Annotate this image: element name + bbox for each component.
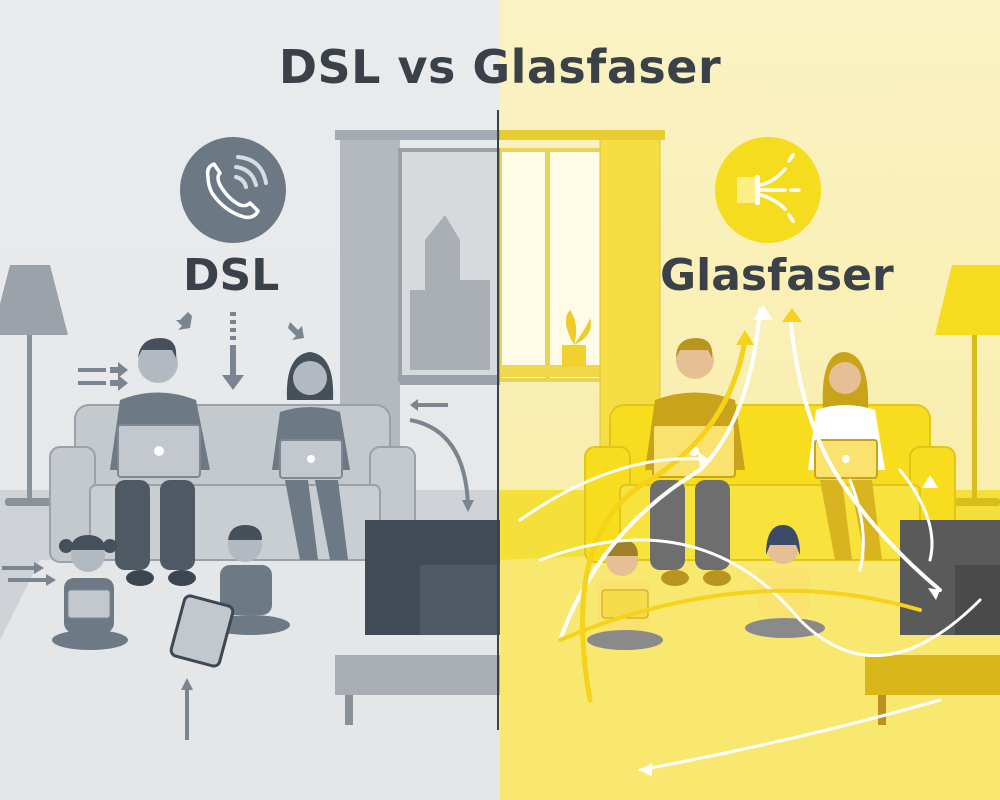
- dsl-label: DSL: [183, 250, 280, 301]
- tv-icon: [865, 520, 1000, 725]
- fast-signal-streams: [518, 308, 982, 772]
- panel-divider: [497, 110, 499, 730]
- dsl-panel: [0, 0, 500, 800]
- girl-figure: [52, 535, 128, 650]
- floor-lamp-icon: [935, 265, 1000, 506]
- signal-arrowheads: [640, 305, 940, 777]
- glasfaser-panel: [500, 0, 1000, 800]
- phone-signal-icon: [180, 137, 286, 243]
- floor-lamp-icon: [0, 265, 68, 506]
- potted-plant-icon: [562, 310, 591, 367]
- glasfaser-living-room-scene: [500, 130, 1000, 800]
- glasfaser-label: Glasfaser: [660, 250, 894, 301]
- boy-figure: [169, 525, 290, 668]
- boy-figure: [587, 540, 663, 650]
- tv-icon: [335, 520, 500, 725]
- page-title: DSL vs Glasfaser: [278, 40, 722, 94]
- dsl-living-room-scene: [0, 130, 500, 800]
- father-figure: [110, 338, 210, 586]
- fiber-optic-icon: [715, 137, 821, 243]
- smartphone-icon: [169, 594, 235, 668]
- slow-signal-arrows: [2, 312, 474, 740]
- mother-figure: [272, 352, 350, 560]
